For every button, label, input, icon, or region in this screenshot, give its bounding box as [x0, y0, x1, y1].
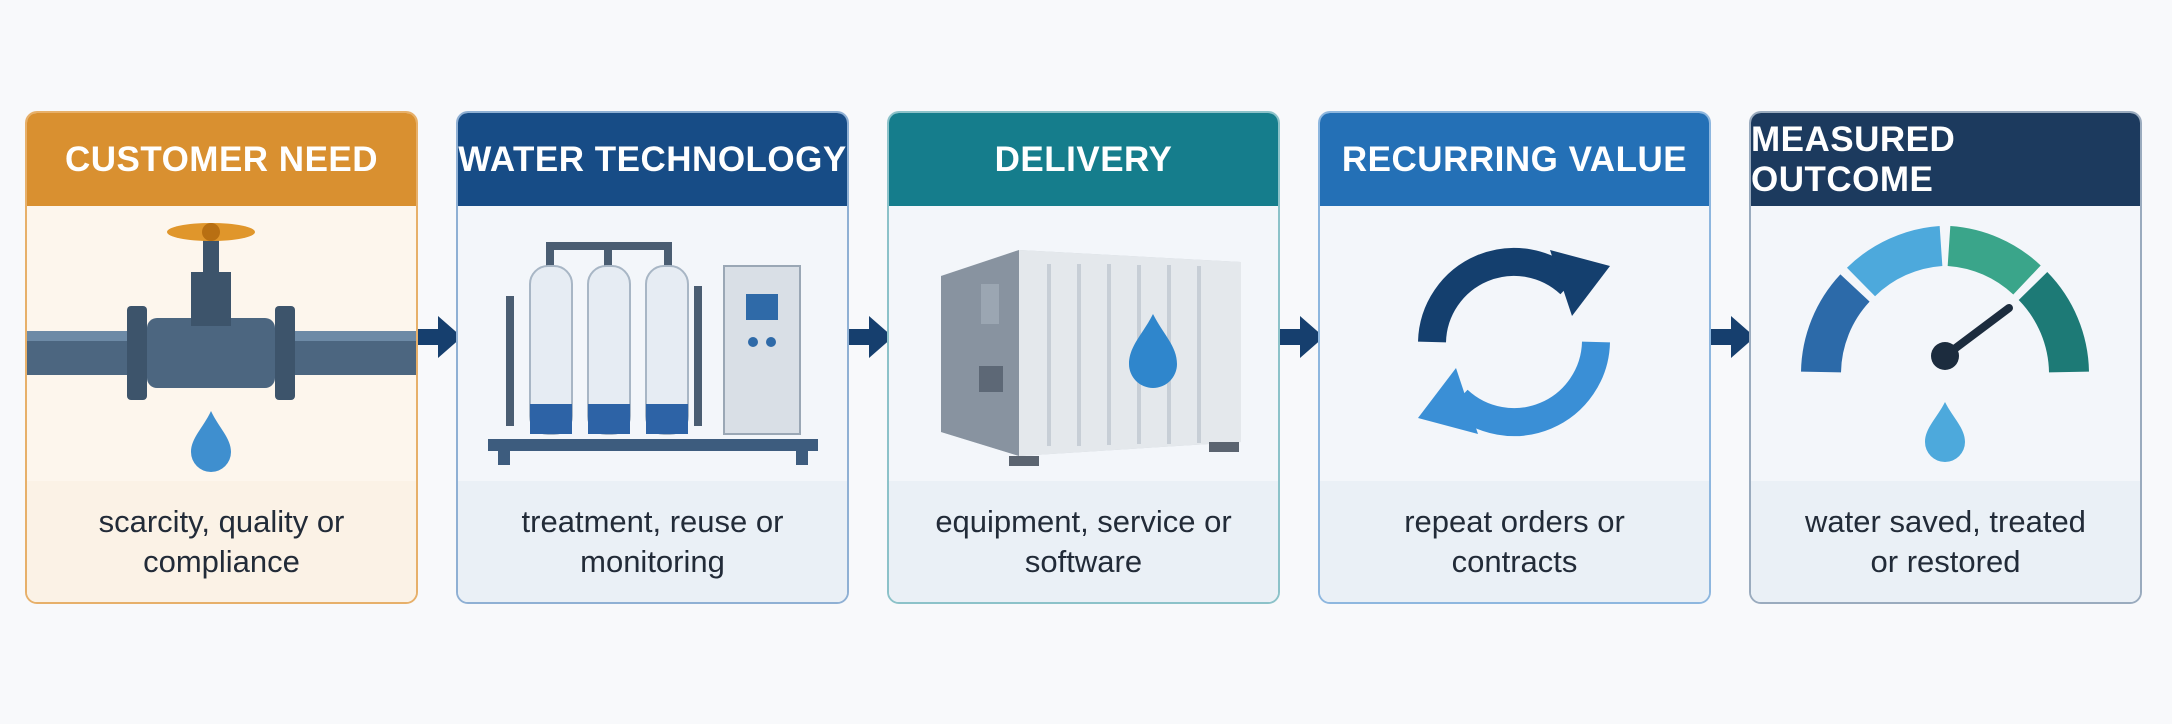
right-arrow-icon [418, 316, 462, 358]
stage-card-measured-outcome: MEASURED OUTCOME water saved, treated or… [1749, 111, 2142, 604]
stage-title: RECURRING VALUE [1320, 113, 1709, 206]
stage-card-recurring-value: RECURRING VALUE repeat orders or contrac… [1318, 111, 1711, 604]
stage-title: CUSTOMER NEED [27, 113, 416, 206]
stage-card-water-technology: WATER TECHNOLOGY treatment, reuse or mon… [456, 111, 849, 604]
right-arrow-icon [849, 316, 893, 358]
stage-card-delivery: DELIVERY equipment, service or software [887, 111, 1280, 604]
stage-description: equipment, service or software [889, 481, 1278, 602]
stage-title: DELIVERY [889, 113, 1278, 206]
stage-description: water saved, treated or restored [1751, 481, 2140, 602]
container-icon [889, 206, 1278, 481]
stage-card-customer-need: CUSTOMER NEED scarcity, quality or compl… [25, 111, 418, 604]
gauge-icon [1751, 206, 2140, 481]
stage-description: repeat orders or contracts [1320, 481, 1709, 602]
right-arrow-icon [1280, 316, 1324, 358]
stage-title: WATER TECHNOLOGY [458, 113, 847, 206]
stage-description: scarcity, quality or compliance [27, 481, 416, 602]
stage-description: treatment, reuse or monitoring [458, 481, 847, 602]
stage-title: MEASURED OUTCOME [1751, 113, 2140, 206]
treatment-plant-icon [458, 206, 847, 481]
right-arrow-icon [1711, 316, 1755, 358]
leaking-pipe-icon [27, 206, 416, 481]
cycle-arrows-icon [1320, 206, 1709, 481]
